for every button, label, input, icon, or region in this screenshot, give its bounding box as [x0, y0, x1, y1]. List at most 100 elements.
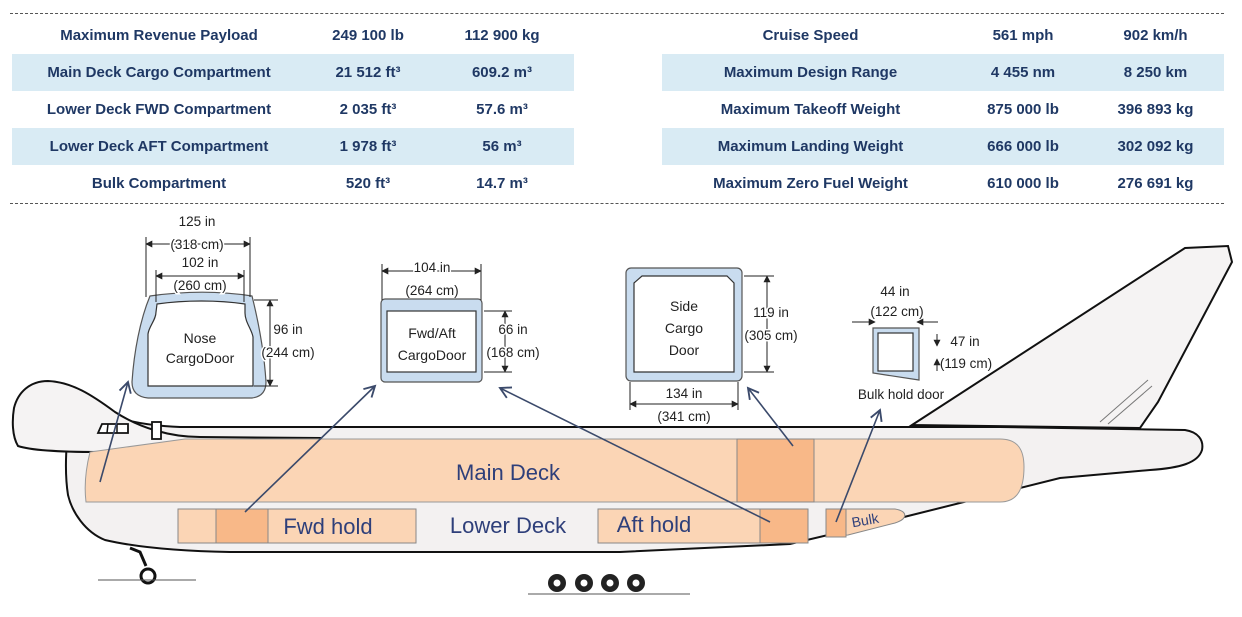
bulk-height-in: 47 in	[950, 334, 979, 349]
spec-metric: 112 900 kg	[464, 27, 540, 44]
fwd-aft-cargo-door: Fwd/Aft CargoDoor 104 in (264 cm) 66 in …	[380, 259, 541, 383]
performance-specs-table: Cruise Speed 561 mph 902 km/h Maximum De…	[662, 17, 1224, 202]
table-row: Maximum Takeoff Weight 875 000 lb 396 89…	[662, 91, 1224, 128]
aft-door-arrow	[498, 386, 771, 523]
spec-imperial: 666 000 lb	[959, 128, 1087, 165]
spec-imperial: 2 035 ft³	[339, 101, 397, 118]
bulk-width-in: 44 in	[880, 284, 909, 299]
table-row: Lower Deck FWD Compartment 2 035 ft³ 57.…	[12, 91, 574, 128]
fwd-aft-height-cm: (168 cm)	[486, 345, 539, 360]
aft-hold-label: Aft hold	[617, 512, 692, 537]
spec-metric: 609.2 m³	[430, 54, 574, 91]
window-divider	[106, 423, 109, 434]
bulk-hold-door-zone	[825, 508, 847, 538]
nose-cargo-door: Nose CargoDoor 125 in (318 cm) 102 in (2…	[131, 214, 316, 399]
nose-inner-width-cm: (260 cm)	[173, 278, 226, 293]
bulk-height-cm: (119 cm)	[940, 356, 992, 371]
spec-imperial: 1 978 ft³	[306, 128, 430, 165]
cockpit-windows-icon	[96, 423, 129, 434]
fwd-aft-width-in: 104 in	[414, 260, 451, 275]
spec-imperial: 21 512 ft³	[306, 54, 430, 91]
bulk-door-caption: Bulk hold door	[858, 387, 945, 402]
main-deck-side-door-zone	[736, 438, 815, 503]
spec-label: Maximum Zero Fuel Weight	[713, 175, 908, 192]
nose-outer-width-in: 125 in	[179, 214, 216, 229]
spec-label: Bulk Compartment	[91, 175, 227, 192]
lower-deck-label: Lower Deck	[450, 513, 567, 538]
main-deck-label: Main Deck	[456, 460, 561, 485]
side-door-label-3: Door	[669, 342, 700, 358]
side-height-in: 119 in	[753, 305, 789, 320]
nose-inner-width-in: 102 in	[182, 255, 219, 270]
fwd-hold-label: Fwd hold	[283, 514, 372, 539]
side-cargo-door: Side Cargo Door 119 in (305 cm) 134 in (…	[625, 267, 799, 424]
spec-metric: 302 092 kg	[1087, 128, 1224, 165]
fwd-aft-door-label-2: CargoDoor	[398, 347, 467, 363]
table-row: Maximum Landing Weight 666 000 lb 302 09…	[662, 128, 1224, 165]
spec-metric: 14.7 m³	[476, 175, 528, 192]
bottom-divider	[10, 203, 1224, 204]
spec-imperial: 4 455 nm	[959, 54, 1087, 91]
bulk-door-opening	[877, 332, 914, 372]
bulk-door-arrow	[835, 408, 883, 523]
nose-door-label-1: Nose	[184, 330, 217, 346]
spec-imperial: 520 ft³	[345, 175, 391, 192]
table-row: Bulk Compartment 520 ft³ 14.7 m³	[12, 165, 574, 202]
aft-hold-door-zone	[759, 508, 809, 544]
spec-metric: 57.6 m³	[476, 101, 528, 118]
table-row: Lower Deck AFT Compartment 1 978 ft³ 56 …	[12, 128, 574, 165]
top-divider	[10, 13, 1224, 14]
fwd-aft-door-opening	[386, 310, 477, 373]
side-door-label-2: Cargo	[665, 320, 703, 336]
nose-outer-width-cm: (318 cm)	[170, 237, 223, 252]
table-row: Maximum Zero Fuel Weight 610 000 lb 276 …	[662, 165, 1224, 202]
spec-metric: 902 km/h	[1123, 27, 1188, 44]
payload-specs-table: Maximum Revenue Payload 249 100 lb 112 9…	[12, 17, 574, 202]
nose-height-in: 96 in	[273, 322, 302, 337]
nose-door-opening	[147, 300, 254, 387]
spec-metric: 276 691 kg	[1117, 175, 1194, 192]
upper-deck-hump	[11, 379, 321, 453]
spec-label: Maximum Landing Weight	[662, 128, 959, 165]
fwd-aft-door-label-1: Fwd/Aft	[408, 325, 456, 341]
tail-fin-line	[1099, 379, 1149, 423]
spec-imperial: 875 000 lb	[987, 101, 1059, 118]
main-gear-icon	[548, 574, 645, 592]
cabin-window-icon	[151, 421, 162, 440]
fwd-hold-door-zone	[215, 508, 269, 544]
spec-metric: 396 893 kg	[1117, 101, 1194, 118]
spec-imperial: 249 100 lb	[332, 27, 404, 44]
spec-metric: 8 250 km	[1087, 54, 1224, 91]
side-door-label-1: Side	[670, 298, 698, 314]
spec-label: Maximum Revenue Payload	[60, 27, 258, 44]
side-height-cm: (305 cm)	[744, 328, 797, 343]
nose-door-label-2: CargoDoor	[166, 350, 235, 366]
spec-imperial: 561 mph	[992, 27, 1054, 44]
spec-imperial: 610 000 lb	[987, 175, 1059, 192]
spec-label: Maximum Takeoff Weight	[720, 101, 901, 118]
spec-label: Maximum Design Range	[662, 54, 959, 91]
side-width-cm: (341 cm)	[657, 409, 710, 424]
nose-door-arrow	[99, 380, 132, 483]
spec-label: Cruise Speed	[762, 27, 859, 44]
spec-label: Lower Deck FWD Compartment	[46, 101, 272, 118]
vertical-tail	[908, 244, 1234, 430]
side-door-arrow	[746, 386, 794, 447]
spec-label: Lower Deck AFT Compartment	[12, 128, 306, 165]
nose-height-cm: (244 cm)	[261, 345, 314, 360]
tail-fin-line	[1107, 385, 1153, 425]
spec-label: Main Deck Cargo Compartment	[12, 54, 306, 91]
fwd-door-arrow	[244, 384, 377, 513]
bulk-width-cm: (122 cm)	[870, 304, 923, 319]
bulk-hold-label: Bulk	[850, 510, 881, 531]
table-row: Maximum Design Range 4 455 nm 8 250 km	[662, 54, 1224, 91]
table-row: Main Deck Cargo Compartment 21 512 ft³ 6…	[12, 54, 574, 91]
table-row: Cruise Speed 561 mph 902 km/h	[662, 17, 1224, 54]
door-pointer-arrows	[99, 380, 883, 523]
aircraft-silhouette	[11, 244, 1234, 595]
spec-metric: 56 m³	[430, 128, 574, 165]
side-width-in: 134 in	[666, 386, 703, 401]
side-door-opening	[633, 275, 735, 373]
table-row: Maximum Revenue Payload 249 100 lb 112 9…	[12, 17, 574, 54]
